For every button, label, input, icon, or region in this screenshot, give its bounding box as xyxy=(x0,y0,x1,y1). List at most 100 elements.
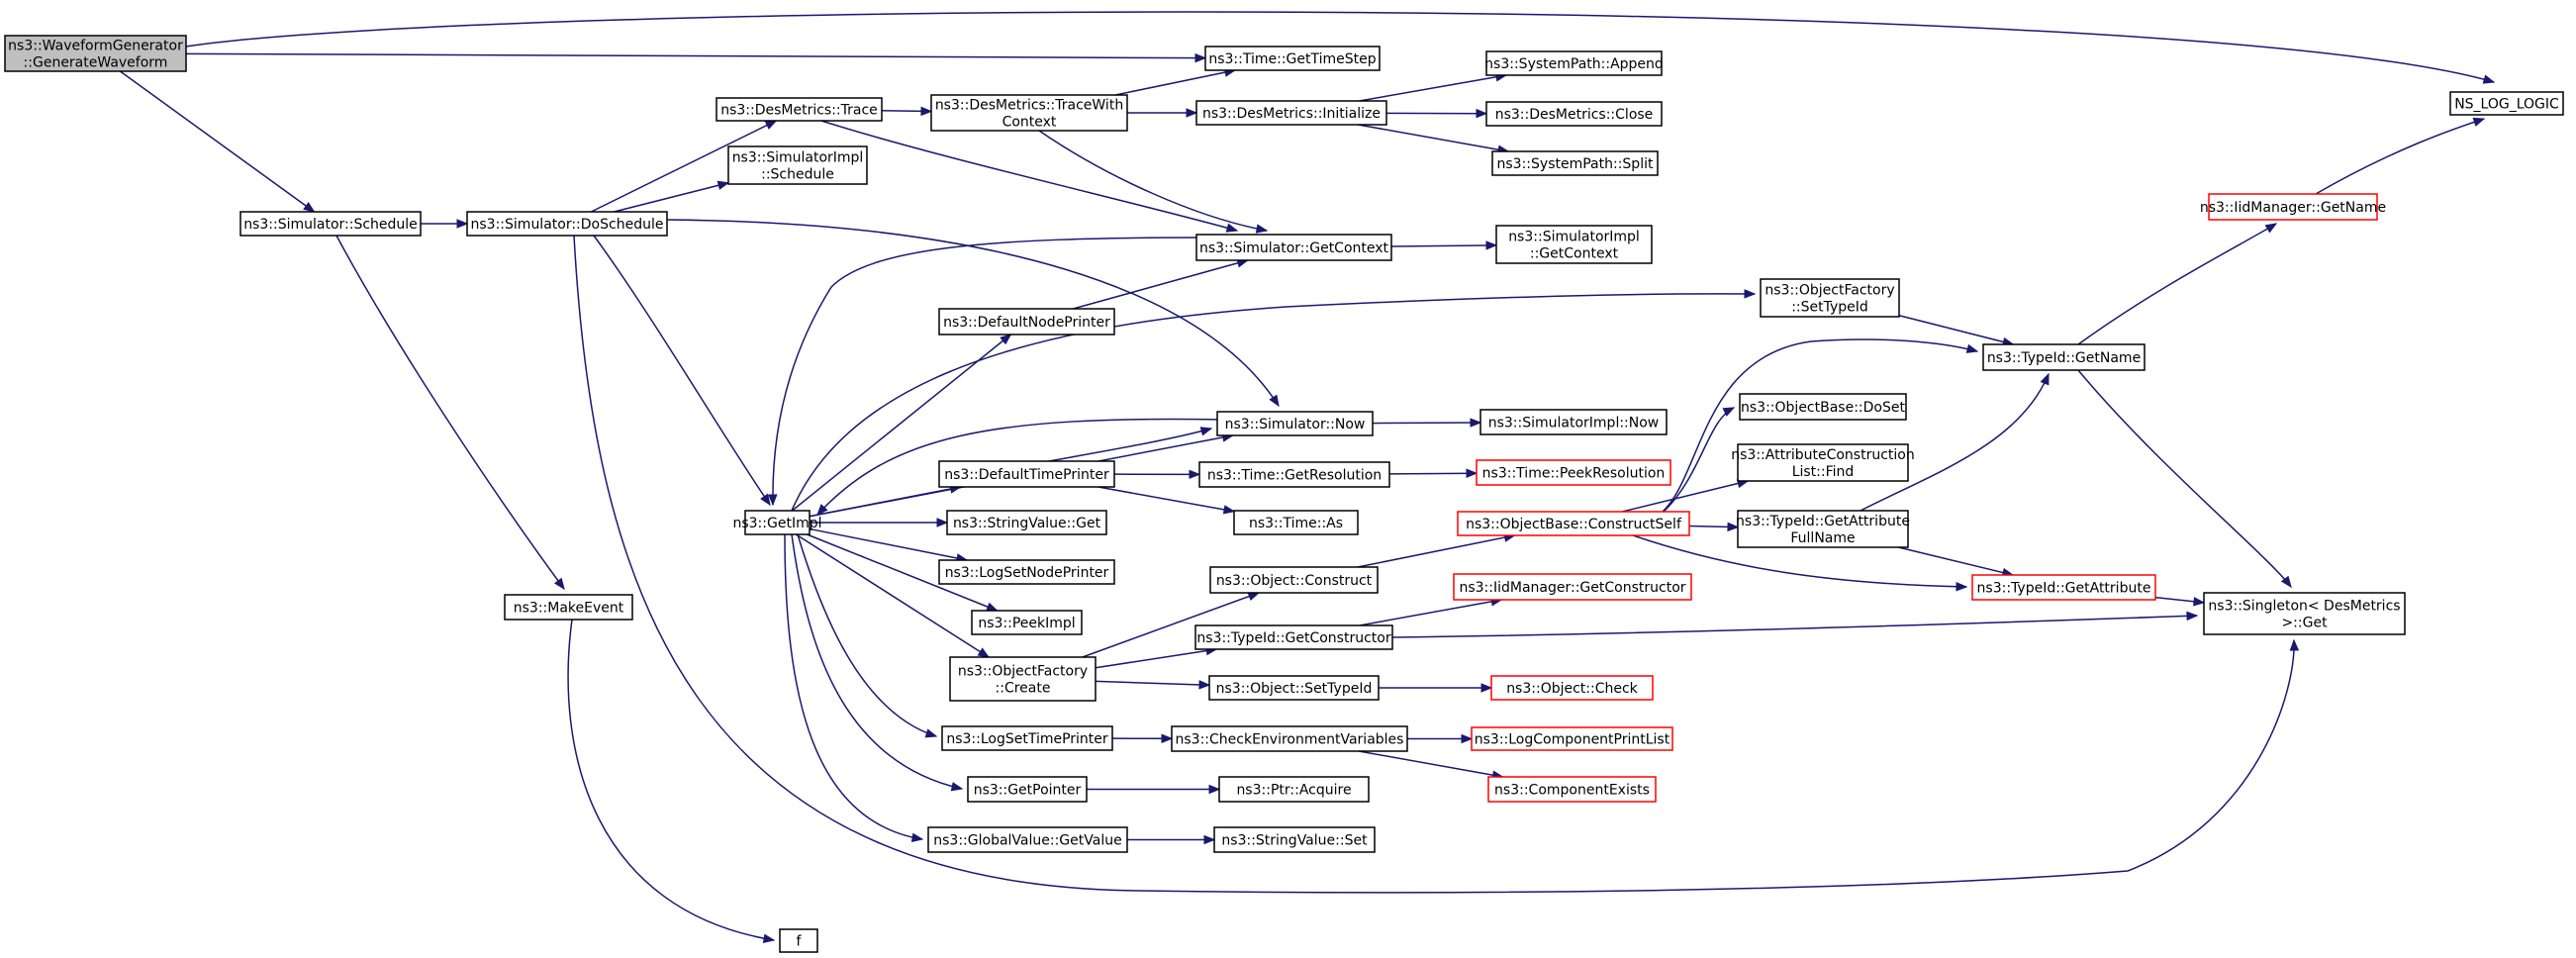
node-defnode-box xyxy=(938,308,1115,335)
node-getres[interactable]: ns3::Time::GetResolution xyxy=(1198,461,1390,488)
node-tidname-label-0: ns3::TypeId::GetName xyxy=(1987,350,2141,366)
edge-tidattrfull-to-tidname xyxy=(1860,372,2050,512)
node-svget[interactable]: ns3::StringValue::Get xyxy=(946,510,1107,535)
node-doschedule[interactable]: ns3::Simulator::DoSchedule xyxy=(466,211,668,237)
node-getimpl-box xyxy=(744,510,811,535)
node-ptracquire[interactable]: ns3::Ptr::Acquire xyxy=(1218,776,1370,803)
edge-initialize-to-split xyxy=(1358,124,1510,154)
edge-getimpl-to-getpointer xyxy=(791,533,964,792)
node-getpointer[interactable]: ns3::GetPointer xyxy=(967,776,1088,803)
node-implctx-label-0: ns3::SimulatorImpl xyxy=(1508,230,1640,245)
node-makeevent-label-0: ns3::MakeEvent xyxy=(514,601,624,617)
edge-schedule-to-makeevent xyxy=(335,235,565,591)
node-implctx[interactable]: ns3::SimulatorImpl::GetContext xyxy=(1495,225,1653,264)
node-makeevent[interactable]: ns3::MakeEvent xyxy=(504,594,633,621)
edge-objconstruct-to-constructself xyxy=(1357,532,1516,568)
node-obdoset[interactable]: ns3::ObjectBase::DoSet xyxy=(1739,393,1907,421)
node-logtime-box xyxy=(941,725,1113,751)
node-ofsettype-label-1: ::SetTypeId xyxy=(1791,300,1868,316)
node-tidctor[interactable]: ns3::TypeId::GetConstructor xyxy=(1194,624,1393,650)
node-trace[interactable]: ns3::DesMetrics::Trace xyxy=(716,97,883,122)
node-objcheck[interactable]: ns3::Object::Check xyxy=(1490,675,1654,701)
node-siminitsched-label-0: ns3::SimulatorImpl xyxy=(732,150,864,166)
node-acl-label-1: List::Find xyxy=(1792,464,1855,480)
node-tidname-box xyxy=(1982,343,2146,371)
node-singleton[interactable]: ns3::Singleton< DesMetrics >::Get xyxy=(2203,592,2406,635)
node-initialize[interactable]: ns3::DesMetrics::Initialize xyxy=(1195,100,1387,126)
edge-doschedule-to-simnow xyxy=(666,219,1280,408)
node-compexists[interactable]: ns3::ComponentExists xyxy=(1487,776,1657,803)
node-tidattrfull-box xyxy=(1737,510,1909,548)
node-initialize-box xyxy=(1195,100,1387,126)
edge-constructself-to-tidattr xyxy=(1632,534,1968,592)
node-tidattrfull-label-0: ns3::TypeId::GetAttribute xyxy=(1736,514,1910,529)
node-objsettid-box xyxy=(1208,675,1380,701)
node-iidctor[interactable]: ns3::IidManager::GetConstructor xyxy=(1453,573,1692,601)
node-getimpl-label-0: ns3::GetImpl xyxy=(732,516,821,531)
node-getcontext-box xyxy=(1195,234,1392,261)
edge-simnow-to-getimpl xyxy=(816,418,1223,516)
node-svset[interactable]: ns3::StringValue::Set xyxy=(1213,826,1376,853)
edge-trace-to-tracectx xyxy=(881,106,933,117)
node-iidname[interactable]: ns3::IidManager::GetName xyxy=(2200,193,2386,221)
node-ptracquire-label-0: ns3::Ptr::Acquire xyxy=(1236,783,1351,799)
node-close[interactable]: ns3::DesMetrics::Close xyxy=(1485,101,1663,127)
node-objconstruct[interactable]: ns3::Object::Construct xyxy=(1209,566,1379,594)
node-schedule[interactable]: ns3::Simulator::Schedule xyxy=(239,211,422,237)
node-split[interactable]: ns3::SystemPath::Split xyxy=(1491,150,1659,176)
edge-iidname-to-nslog xyxy=(2315,117,2486,195)
node-compexists-label-0: ns3::ComponentExists xyxy=(1494,783,1650,799)
edge-getimpl-to-ofsettype xyxy=(791,289,1757,512)
node-objsettid[interactable]: ns3::Object::SetTypeId xyxy=(1208,675,1380,701)
node-implnow[interactable]: ns3::SimulatorImpl::Now xyxy=(1479,409,1668,435)
node-f-box xyxy=(779,928,818,953)
node-deftime[interactable]: ns3::DefaultTimePrinter xyxy=(938,460,1115,488)
node-defnode[interactable]: ns3::DefaultNodePrinter xyxy=(938,308,1115,335)
node-schedule-label-0: ns3::Simulator::Schedule xyxy=(243,217,418,233)
node-peekres[interactable]: ns3::Time::PeekResolution xyxy=(1476,459,1671,486)
node-objsettid-label-0: ns3::Object::SetTypeId xyxy=(1216,681,1373,697)
edge-constructself-to-obdoset xyxy=(1662,407,1736,514)
node-append[interactable]: ns3::SystemPath::Append xyxy=(1484,50,1664,76)
node-ofcreate[interactable]: ns3::ObjectFactory::Create xyxy=(949,656,1097,702)
node-compexists-box xyxy=(1487,776,1657,803)
node-simnow[interactable]: ns3::Simulator::Now xyxy=(1216,411,1374,436)
node-root[interactable]: ns3::WaveformGenerator::GenerateWaveform xyxy=(4,35,187,72)
node-siminitsched[interactable]: ns3::SimulatorImpl::Schedule xyxy=(727,145,868,185)
edge-tidattrfull-to-tidattr xyxy=(1898,546,2015,578)
node-tidattr[interactable]: ns3::TypeId::GetAttribute xyxy=(1971,574,2156,601)
node-tidname[interactable]: ns3::TypeId::GetName xyxy=(1982,343,2146,371)
edge-doschedule-to-siminitsched xyxy=(614,180,730,213)
node-constructself[interactable]: ns3::ObjectBase::ConstructSelf xyxy=(1457,511,1690,536)
node-getimpl[interactable]: ns3::GetImpl xyxy=(732,510,822,535)
node-ptracquire-box xyxy=(1218,776,1370,803)
node-logcomp[interactable]: ns3::LogComponentPrintList xyxy=(1471,726,1673,751)
node-svget-label-0: ns3::StringValue::Get xyxy=(953,516,1101,531)
node-lognode[interactable]: ns3::LogSetNodePrinter xyxy=(938,559,1115,585)
node-root-box xyxy=(4,35,187,72)
node-getpointer-label-0: ns3::GetPointer xyxy=(974,783,1082,799)
node-doschedule-label-0: ns3::Simulator::DoSchedule xyxy=(471,217,664,233)
node-split-box xyxy=(1491,150,1659,176)
node-gvgetvalue[interactable]: ns3::GlobalValue::GetValue xyxy=(927,826,1128,853)
node-tidctor-label-0: ns3::TypeId::GetConstructor xyxy=(1196,630,1390,646)
node-peekimpl[interactable]: ns3::PeekImpl xyxy=(971,610,1083,635)
node-nslog[interactable]: NS_LOG_LOGIC xyxy=(2449,91,2564,116)
node-tidattr-label-0: ns3::TypeId::GetAttribute xyxy=(1977,581,2151,597)
node-timestep[interactable]: ns3::Time::GetTimeStep xyxy=(1204,46,1381,71)
node-obdoset-label-0: ns3::ObjectBase::DoSet xyxy=(1741,400,1905,416)
node-checkenv[interactable]: ns3::CheckEnvironmentVariables xyxy=(1171,725,1408,752)
edge-initialize-to-close xyxy=(1385,108,1488,119)
node-ofsettype[interactable]: ns3::ObjectFactory::SetTypeId xyxy=(1760,278,1900,318)
node-logcomp-label-0: ns3::LogComponentPrintList xyxy=(1475,732,1670,748)
node-logtime[interactable]: ns3::LogSetTimePrinter xyxy=(941,725,1113,751)
node-f[interactable]: f xyxy=(779,928,818,953)
edge-getpointer-to-ptracquire xyxy=(1087,784,1221,795)
edge-getimpl-to-svget xyxy=(810,518,949,527)
node-timeas[interactable]: ns3::Time::As xyxy=(1233,510,1359,535)
node-getcontext[interactable]: ns3::Simulator::GetContext xyxy=(1195,234,1392,261)
node-lognode-box xyxy=(938,559,1115,585)
